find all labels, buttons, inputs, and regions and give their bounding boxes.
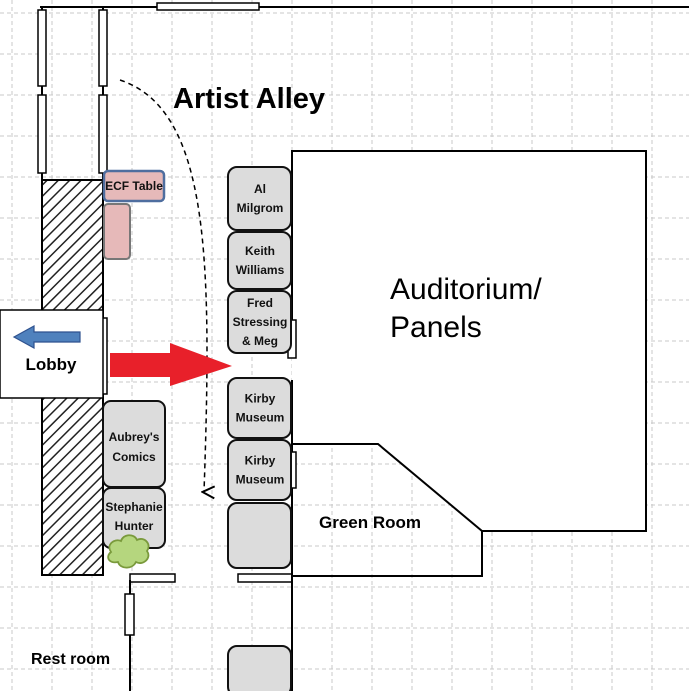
- booth-label-line3: & Meg: [242, 334, 278, 348]
- lobby-area: Lobby: [0, 309, 104, 399]
- booth-shape: [227, 645, 292, 691]
- page-title: Artist Alley: [173, 83, 325, 115]
- booth-shape: [227, 290, 292, 354]
- booth-shape: [227, 439, 292, 501]
- left-booth-label-line1: Stephanie: [105, 500, 163, 514]
- left-booth-label-line2: Hunter: [115, 519, 154, 533]
- booth-shape: [227, 377, 292, 439]
- booth-label-line1: Kirby: [245, 392, 276, 406]
- booth-label-line1: Kirby: [245, 454, 276, 468]
- dashed-curved-arrow-icon: [119, 79, 207, 492]
- booth-label-line2: Stressing: [233, 315, 288, 329]
- left-booth-stephanie[interactable]: Stephanie Hunter: [102, 487, 166, 549]
- left-booth-label-line1: Aubrey's: [109, 430, 160, 444]
- walls: [37, 2, 689, 180]
- red-arrow-right-icon: [110, 343, 232, 386]
- blue-arrow-left-icon: [12, 324, 81, 350]
- ecf-table: ECF Table: [102, 169, 166, 260]
- ecf-table-label: ECF Table: [105, 179, 163, 193]
- lobby-label: Lobby: [26, 355, 78, 374]
- booth-label-line2: Museum: [236, 411, 285, 425]
- auditorium-label-line2: Panels: [390, 311, 482, 344]
- booth-label-line2: Milgrom: [237, 201, 284, 215]
- green-room-label: Green Room: [319, 513, 421, 532]
- ecf-table-side: [103, 203, 131, 260]
- booth[interactable]: [227, 645, 292, 691]
- booth-shape: [227, 502, 292, 569]
- left-booth-aubreys[interactable]: Aubrey's Comics: [102, 400, 166, 488]
- auditorium: Auditorium/ Panels Green Room: [287, 150, 647, 577]
- booth[interactable]: [227, 502, 292, 569]
- booth-shape: [227, 231, 292, 290]
- booth-label-line1: Keith: [245, 244, 275, 258]
- booth-label-line1: Al: [254, 182, 266, 196]
- booth-label-line2: Williams: [236, 263, 285, 277]
- rest-room-label: Rest room: [31, 651, 110, 668]
- booth-label-line2: Museum: [236, 473, 285, 487]
- left-booth-label-line2: Comics: [112, 450, 156, 464]
- booth-shape: [227, 166, 292, 231]
- auditorium-label-line1: Auditorium/: [390, 273, 542, 306]
- booth-label-line1: Fred: [247, 296, 273, 310]
- bush-icon: [107, 534, 150, 569]
